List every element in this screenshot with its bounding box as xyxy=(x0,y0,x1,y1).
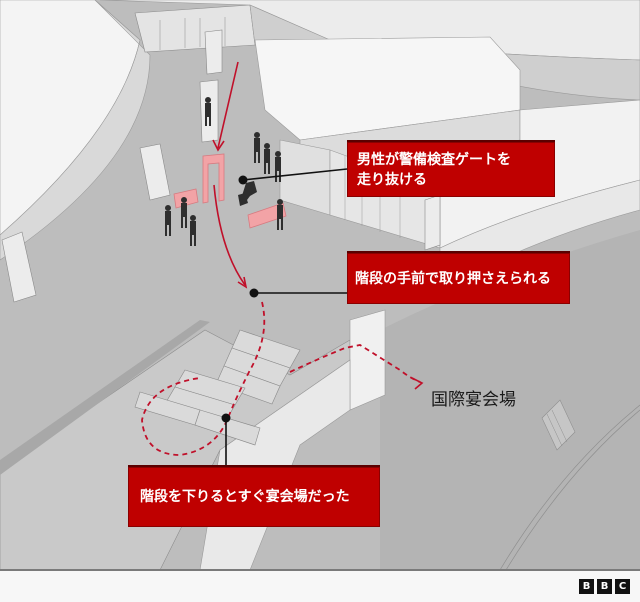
bbc-logo-letter: C xyxy=(615,579,630,594)
staircase xyxy=(134,329,301,446)
pillars xyxy=(1,29,441,303)
footer-bar: B B C xyxy=(0,569,640,602)
run-path xyxy=(217,61,239,149)
callout-gate-run: 男性が警備検査ゲートを 走り抜ける xyxy=(347,140,555,197)
bbc-logo: B B C xyxy=(579,579,630,594)
people xyxy=(165,97,283,246)
callout-stairs-subdued: 階段の手前で取り押さえられる xyxy=(347,251,570,304)
venue-label: 国際宴会場 xyxy=(431,390,516,410)
callout-gate-line2: 走り抜ける xyxy=(357,172,427,188)
callout-banquet-hall: 階段を下りるとすぐ宴会場だった xyxy=(128,465,380,527)
marker-stairs xyxy=(249,288,259,298)
bbc-logo-letter: B xyxy=(597,579,612,594)
callout-stairs-text: 階段の手前で取り押さえられる xyxy=(355,271,551,287)
callout-gate-line1: 男性が警備検査ゲートを xyxy=(357,152,511,168)
marker-hall xyxy=(221,413,231,423)
marker-gate xyxy=(238,175,248,185)
bbc-logo-letter: B xyxy=(579,579,594,594)
callout-hall-text: 階段を下りるとすぐ宴会場だった xyxy=(140,489,350,505)
